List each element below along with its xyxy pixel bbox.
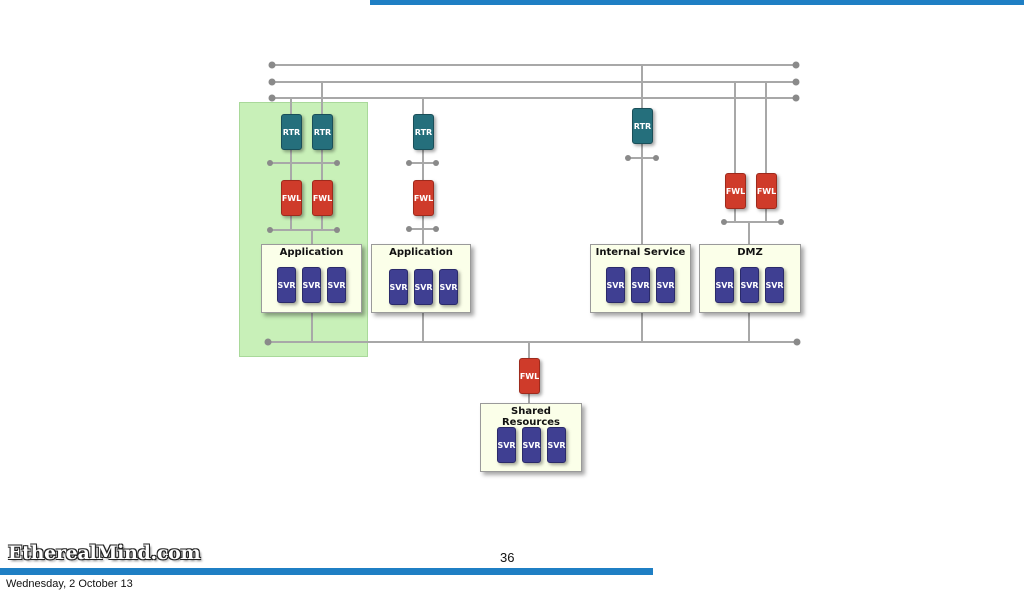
server: SVR	[522, 427, 541, 463]
etherealmind-logo: EtherealMind.com	[8, 542, 201, 564]
firewall-3: FWL	[413, 180, 434, 216]
firewall-shared: FWL	[519, 358, 540, 394]
router-2: RTR	[312, 114, 333, 150]
server: SVR	[414, 269, 433, 305]
server: SVR	[497, 427, 516, 463]
server: SVR	[547, 427, 566, 463]
group-title: Internal Service	[595, 247, 686, 258]
group-title: DMZ	[737, 247, 763, 258]
server: SVR	[740, 267, 759, 303]
router-1: RTR	[281, 114, 302, 150]
server: SVR	[606, 267, 625, 303]
group-shared-resources: Shared Resources SVR SVR SVR	[480, 403, 582, 472]
group-internal-service: Internal Service SVR SVR SVR	[590, 244, 691, 313]
server: SVR	[715, 267, 734, 303]
server: SVR	[277, 267, 296, 303]
server: SVR	[439, 269, 458, 305]
router-3: RTR	[413, 114, 434, 150]
group-title: Shared Resources	[501, 406, 561, 428]
group-application-1: Application SVR SVR SVR	[261, 244, 362, 313]
group-application-2: Application SVR SVR SVR	[371, 244, 471, 313]
server: SVR	[389, 269, 408, 305]
server: SVR	[656, 267, 675, 303]
firewall-2: FWL	[312, 180, 333, 216]
firewall-1: FWL	[281, 180, 302, 216]
group-title: Application	[389, 247, 453, 258]
slide-date: Wednesday, 2 October 13	[6, 578, 133, 590]
group-title: Application	[279, 247, 344, 258]
bottom-accent-bar	[0, 568, 653, 575]
server: SVR	[631, 267, 650, 303]
router-4: RTR	[632, 108, 653, 144]
firewall-4: FWL	[725, 173, 746, 209]
server: SVR	[302, 267, 321, 303]
server: SVR	[327, 267, 346, 303]
firewall-5: FWL	[756, 173, 777, 209]
top-accent-bar	[370, 0, 1024, 5]
group-dmz: DMZ SVR SVR SVR	[699, 244, 801, 313]
page-number: 36	[500, 550, 515, 565]
server: SVR	[765, 267, 784, 303]
